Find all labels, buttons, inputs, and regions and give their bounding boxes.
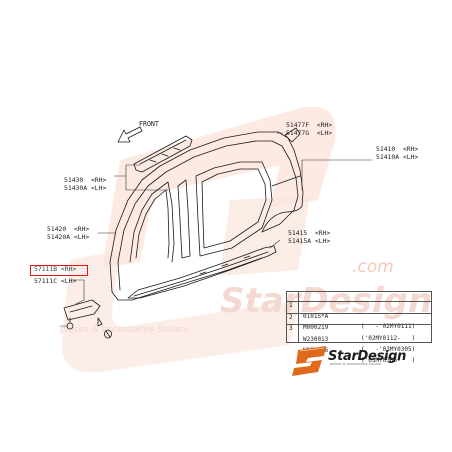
roof-rail-part — [133, 135, 193, 173]
quarter-tab-part — [284, 127, 301, 143]
callout-51410: 51410 <RH> — [376, 145, 419, 153]
reinforcement-part — [63, 299, 101, 321]
legend-num: 1 — [289, 302, 293, 310]
legend-part: 0101S*A — [303, 312, 329, 320]
callout-51477f: 51477F <RH> — [286, 121, 333, 129]
front-label: FRONT — [139, 120, 159, 128]
callout-51420a: 51420A <LH> — [47, 233, 90, 241]
side-panel-part — [109, 127, 304, 301]
legend-part: M000219 — [303, 324, 329, 332]
watermark-tagline: pièces & accessoires Subaru — [59, 324, 189, 335]
legend-row: 3 W230013 ( -'03MY0305) — [286, 314, 432, 353]
highlight-box — [30, 265, 88, 276]
legend-range: ( -'03MY0305) — [361, 346, 416, 353]
callout-51410a: 51410A <LH> — [376, 153, 419, 161]
legend-part: W230013 — [303, 335, 329, 343]
stardesign-logo-icon — [292, 346, 326, 376]
logo-subtext: pièces & accessoires Subaru — [330, 362, 382, 366]
callout-51420: 51420 <RH> — [47, 225, 90, 233]
callout-51415: 51415 <RH> — [288, 229, 331, 237]
legend-row: 2 M000219 ('02MY0112- ) — [286, 302, 432, 342]
legend-num: 3 — [289, 325, 293, 333]
callout-51430a: 51430A <LH> — [64, 184, 107, 192]
legend-range: ('02MY0112- ) — [361, 334, 416, 342]
callout-57111c: 57111C <LH> — [34, 277, 77, 285]
front-arrow-icon — [117, 126, 143, 143]
sill-part — [127, 245, 277, 299]
legend-num: 2 — [289, 313, 293, 321]
callout-51477g: 51477G <LH> — [286, 129, 333, 137]
logo-text: StarDesign — [328, 349, 407, 364]
bolt-2-icon — [97, 317, 103, 327]
watermark-domain: .com — [352, 257, 394, 277]
plug-icon — [104, 329, 112, 339]
legend-row: 1 0101S*A ( -'02MY0111) — [286, 291, 432, 330]
legend-range: ('03MY0306- ) — [361, 357, 416, 365]
callout-51430: 51430 <RH> — [64, 176, 107, 184]
leader-lines — [59, 132, 373, 327]
legend-range: ( -'02MY0111) — [361, 323, 416, 331]
watermark-big-text: StarDesign — [220, 281, 432, 321]
callout-57111b: 57111B <RH> — [34, 265, 77, 273]
callout-51415a: 51415A <LH> — [288, 237, 331, 245]
